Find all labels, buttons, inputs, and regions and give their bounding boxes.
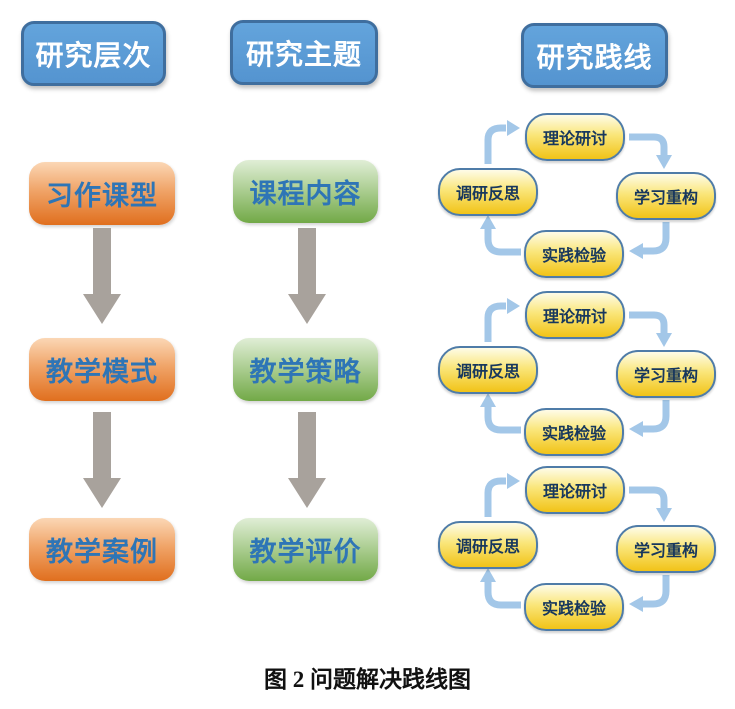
stage-teaching-model: 教学模式	[29, 338, 175, 401]
cycle-arrows-icon	[480, 298, 672, 437]
header-research-practice-line: 研究践线	[521, 23, 668, 88]
stage-teaching-strategy: 教学策略	[233, 338, 378, 401]
cycle-node-theory-seminar: 理论研讨	[525, 291, 625, 339]
cycle-node-practice-test: 实践检验	[524, 408, 624, 456]
stage-writing-lesson-type: 习作课型	[29, 162, 175, 225]
stage-course-content: 课程内容	[233, 160, 378, 223]
stage-teaching-evaluation: 教学评价	[233, 518, 378, 581]
stage-teaching-case: 教学案例	[29, 518, 175, 581]
practice-cycle-2: 理论研讨 学习重构 实践检验 调研反思	[428, 288, 728, 458]
cycle-node-theory-seminar: 理论研讨	[525, 113, 625, 161]
practice-cycle-1: 理论研讨 学习重构 实践检验 调研反思	[428, 110, 728, 280]
cycle-node-survey-reflection: 调研反思	[438, 521, 538, 569]
cycle-node-practice-test: 实践检验	[524, 230, 624, 278]
figure-caption: 图 2 问题解决践线图	[264, 667, 471, 692]
cycle-node-theory-seminar: 理论研讨	[525, 466, 625, 514]
cycle-node-learning-restructure: 学习重构	[616, 172, 716, 220]
header-research-themes: 研究主题	[230, 20, 378, 85]
cycle-node-learning-restructure: 学习重构	[616, 525, 716, 573]
cycle-node-practice-test: 实践检验	[524, 583, 624, 631]
down-arrow-icon	[83, 412, 121, 508]
header-research-levels: 研究层次	[21, 21, 166, 86]
cycle-node-survey-reflection: 调研反思	[438, 168, 538, 216]
cycle-node-survey-reflection: 调研反思	[438, 346, 538, 394]
down-arrow-icon	[83, 228, 121, 324]
cycle-arrows-icon	[480, 120, 672, 259]
cycle-arrows-icon	[480, 473, 672, 612]
cycle-node-learning-restructure: 学习重构	[616, 350, 716, 398]
practice-cycle-3: 理论研讨 学习重构 实践检验 调研反思	[428, 463, 728, 633]
down-arrow-icon	[288, 412, 326, 508]
down-arrow-icon	[288, 228, 326, 324]
